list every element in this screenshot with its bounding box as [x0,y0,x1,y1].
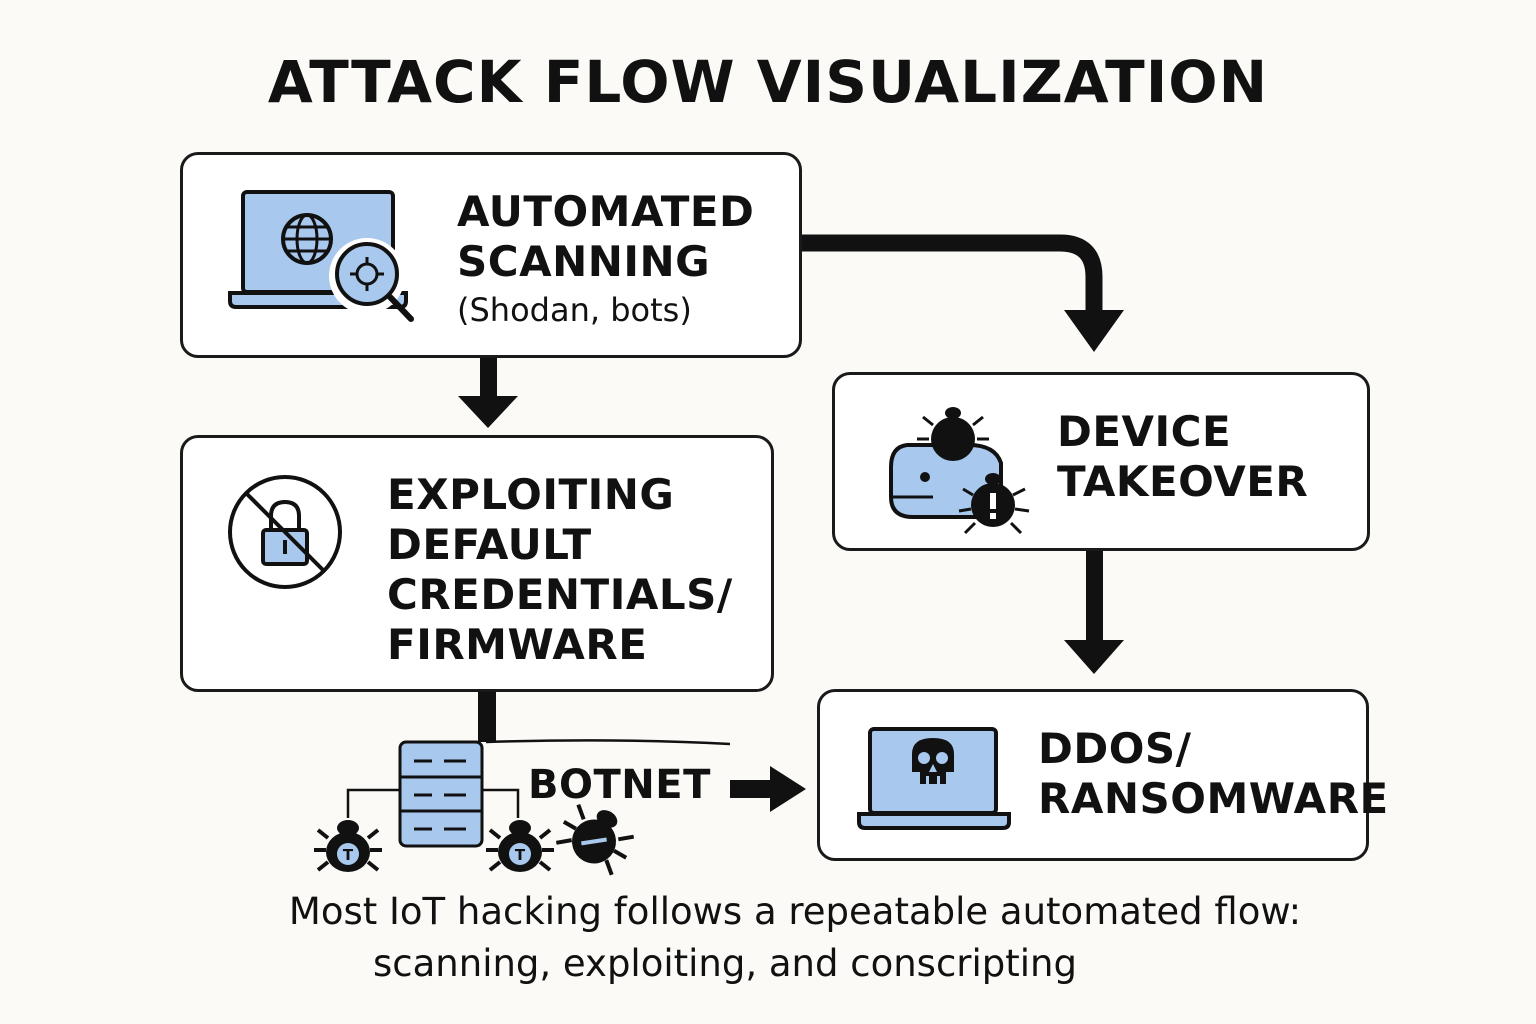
node-exploiting-credentials: EXPLOITING DEFAULT CREDENTIALS/ FIRMWARE [180,435,774,692]
svg-text:T: T [515,846,526,864]
arrowhead-takeover [1064,310,1124,352]
caption: Most IoT hacking follows a repeatable au… [0,886,1536,990]
arrow-scanning-to-exploiting [480,358,497,398]
device-bug-icon [889,407,1030,535]
laptop-skull-icon [857,727,1011,830]
laptop-globe-search-icon [228,190,414,322]
node-label: DDOS/ RANSOMWARE [1038,724,1389,823]
bug-icon [555,803,635,876]
node-ddos-ransomware: DDOS/ RANSOMWARE [817,689,1388,861]
node-automated-scanning: AUTOMATED SCANNING (Shodan, bots) [180,152,802,358]
bug-link-right [482,788,520,818]
arrow-botnet-to-ddos [730,780,772,798]
bug-link-left [346,788,400,818]
svg-text:T: T [343,846,354,864]
bug-icon: T [314,820,382,872]
no-lock-icon [228,475,342,589]
caption-line-2: scanning, exploiting, and conscripting [373,942,1077,985]
node-sublabel: (Shodan, bots) [457,291,692,329]
diagram-title: ATTACK FLOW VISUALIZATION [267,48,1269,116]
arrowhead-ddos [1064,640,1124,674]
arrowhead-botnet-ddos [770,766,806,812]
arrowhead-exploiting [458,396,518,428]
server-icon [398,740,484,848]
node-label: DEVICE TAKEOVER [1057,407,1309,506]
node-device-takeover: DEVICE TAKEOVER [832,372,1370,551]
arrow-takeover-to-ddos [1086,550,1103,642]
arrow-scanning-to-takeover [802,234,1103,312]
bug-icon: T [486,820,554,872]
caption-line-1: Most IoT hacking follows a repeatable au… [288,890,1302,933]
botnet-label: BOTNET [528,762,711,808]
node-label: AUTOMATED SCANNING [457,187,755,286]
botnet-bracket-line [485,739,731,746]
connector-exploiting-to-botnet [478,692,496,742]
node-label: EXPLOITING DEFAULT CREDENTIALS/ FIRMWARE [387,470,733,669]
